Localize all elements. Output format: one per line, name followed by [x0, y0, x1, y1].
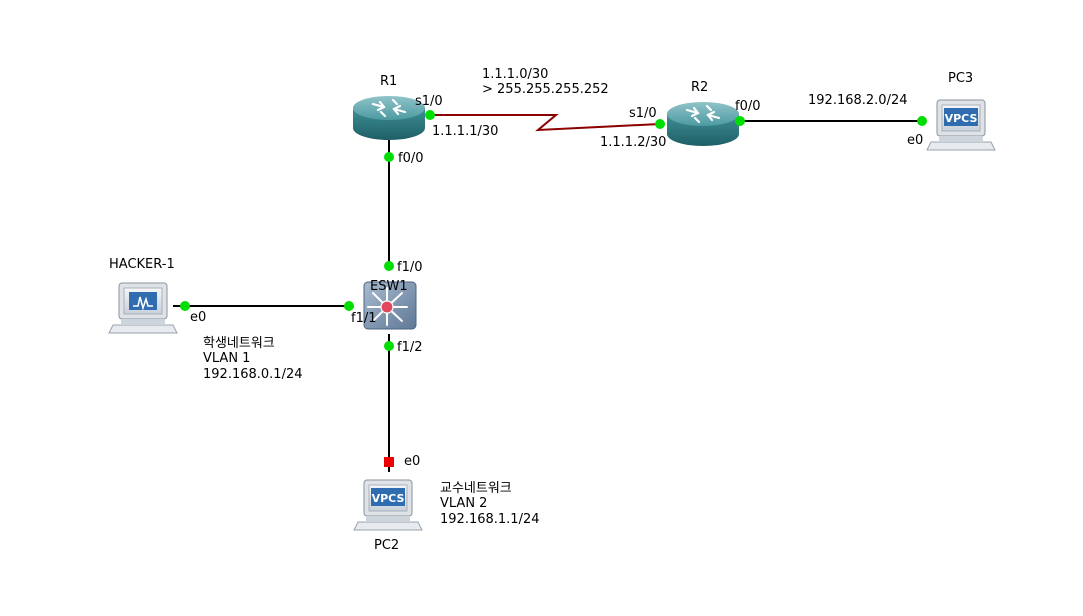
pc3-name: PC3 — [948, 71, 973, 86]
professor-network-name: 교수네트워크 — [440, 481, 512, 496]
router-r2[interactable]: R2 — [665, 80, 741, 148]
professor-vlan-label: VLAN 2 — [440, 496, 487, 511]
r1-name: R1 — [380, 74, 397, 89]
svg-text:VPCS: VPCS — [372, 492, 405, 505]
r2-s1-0-label: s1/0 — [629, 106, 657, 121]
pc2-name: PC2 — [374, 538, 399, 553]
switch-icon — [363, 281, 417, 330]
vpcs-icon: VPCS — [926, 99, 996, 151]
serial-mask-label: > 255.255.255.252 — [482, 82, 609, 97]
student-network-name: 학생네트워크 — [203, 336, 275, 351]
esw1-f1-0-label: f1/0 — [397, 260, 423, 275]
vpcs-pc3[interactable]: VPCS PC3 — [926, 71, 996, 151]
host-hacker-1[interactable]: HACKER-1 — [108, 257, 178, 334]
port-status-up — [384, 341, 394, 351]
router-r1[interactable]: R1 — [351, 74, 427, 142]
port-status-up — [917, 116, 927, 126]
router-icon — [665, 100, 741, 148]
link-r1-r2-serial[interactable] — [430, 114, 661, 132]
links — [173, 114, 922, 472]
r1-f0-0-label: f0/0 — [398, 151, 424, 166]
port-status-up — [180, 301, 190, 311]
esw1-f1-2-label: f1/2 — [397, 340, 423, 355]
port-status-down — [384, 457, 394, 467]
port-status-up — [384, 152, 394, 162]
r1-s1-0-label: s1/0 — [415, 94, 443, 109]
vpcs-pc2[interactable]: VPCS PC2 — [353, 479, 423, 553]
hacker-e0-label: e0 — [190, 310, 206, 325]
professor-ip-label: 192.168.1.1/24 — [440, 512, 540, 527]
pc3-e0-label: e0 — [907, 133, 923, 148]
r2-f0-0-label: f0/0 — [735, 99, 761, 114]
svg-text:VPCS: VPCS — [945, 112, 978, 125]
pc2-e0-label: e0 — [404, 454, 420, 469]
port-status-up — [655, 119, 665, 129]
interface-labels: s1/0 f0/0 1.1.1.1/30 s1/0 f0/0 1.1.1.2/3… — [190, 94, 923, 469]
port-indicators — [180, 110, 927, 467]
vpcs-icon: VPCS — [353, 479, 423, 531]
student-vlan-label: VLAN 1 — [203, 351, 250, 366]
r2-ip-label: 1.1.1.2/30 — [600, 135, 666, 150]
r1-ip-label: 1.1.1.1/30 — [432, 124, 498, 139]
switch-esw1[interactable]: ESW1 — [363, 279, 417, 330]
serial-network-label: 1.1.1.0/30 — [482, 67, 548, 82]
esw1-name: ESW1 — [370, 279, 408, 294]
hacker-name: HACKER-1 — [109, 257, 175, 272]
port-status-up — [384, 261, 394, 271]
lan2-network-label: 192.168.2.0/24 — [808, 93, 908, 108]
monitor-icon — [108, 282, 178, 334]
student-ip-label: 192.168.0.1/24 — [203, 367, 303, 382]
port-status-up — [344, 301, 354, 311]
network-annotations: 1.1.1.0/30 > 255.255.255.252 192.168.2.0… — [203, 67, 908, 527]
esw1-f1-1-label: f1/1 — [351, 311, 377, 326]
port-status-up — [425, 110, 435, 120]
r2-name: R2 — [691, 80, 708, 95]
port-status-up — [735, 116, 745, 126]
